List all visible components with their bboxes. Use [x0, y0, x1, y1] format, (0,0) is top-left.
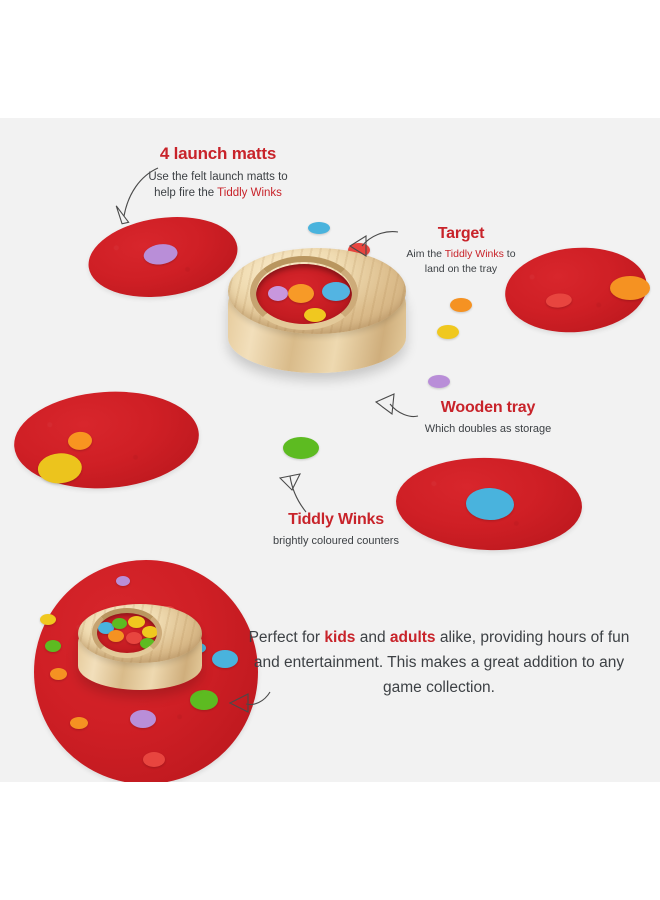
tray-felt-interior [256, 264, 352, 326]
arrow-tiddly-winks [272, 458, 318, 516]
annotation-body-highlight: Tiddly Winks [444, 248, 504, 260]
wink-purple [116, 576, 130, 586]
wink-purple [428, 375, 450, 388]
wink-blue [465, 487, 515, 521]
annotation-heading: Tiddly Winks [288, 511, 384, 528]
wink-red [143, 752, 165, 767]
annotation-body-line1-suffix: to [503, 248, 516, 260]
wink-purple [268, 286, 288, 301]
wink-orange [450, 298, 472, 312]
wink-red [126, 632, 142, 644]
wink-yellow [128, 616, 145, 628]
wink-blue [308, 222, 330, 234]
wink-blue [212, 650, 238, 668]
wink-green [190, 690, 218, 710]
wooden-tray-bottom [78, 604, 202, 696]
wink-yellow [40, 614, 56, 625]
content-panel: 4 launch matts Use the felt launch matts… [0, 118, 660, 782]
mat-mid-left [10, 385, 203, 495]
annotation-launch-matts: 4 launch matts Use the felt launch matts… [118, 144, 318, 202]
wink-green [45, 640, 61, 652]
wink-green [283, 437, 319, 459]
wink-yellow [36, 451, 83, 485]
wink-green [112, 618, 127, 629]
annotation-wooden-tray: Wooden tray Which doubles as storage [408, 399, 568, 438]
paragraph-bold-adults: adults [389, 629, 436, 646]
wink-yellow [142, 626, 158, 638]
wink-orange [108, 630, 124, 642]
wink-purple [142, 242, 179, 267]
wink-orange [67, 431, 93, 451]
wink-red [545, 292, 573, 309]
annotation-body-highlight: Tiddly Winks [217, 187, 282, 200]
tray-felt-interior [96, 612, 158, 654]
annotation-tiddly-winks: Tiddly Winks brightly coloured counters [248, 511, 424, 550]
mat-top-left [83, 207, 243, 307]
annotation-body: Which doubles as storage [424, 423, 552, 435]
wink-blue [322, 282, 350, 301]
annotation-body-line1: Use the felt launch matts to [148, 171, 288, 183]
wink-orange-edge [610, 276, 650, 300]
wink-orange [50, 668, 67, 680]
wink-yellow [304, 308, 326, 322]
annotation-body-line1-prefix: Aim the [406, 248, 445, 260]
annotation-heading: Target [437, 225, 485, 242]
paragraph-segment-2: and [355, 629, 390, 646]
annotation-heading: 4 launch matts [159, 144, 277, 163]
wink-orange [288, 284, 314, 303]
annotation-heading: Wooden tray [440, 399, 536, 416]
paragraph-segment-3: alike, providing hours of fun and entert… [253, 629, 630, 697]
wink-yellow [437, 325, 459, 339]
annotation-body: Use the felt launch matts to help fire t… [118, 169, 318, 202]
wink-orange [70, 717, 88, 729]
annotation-target: Target Aim the Tiddly Winks to land on t… [378, 225, 544, 277]
summary-paragraph: Perfect for kids and adults alike, provi… [240, 625, 638, 700]
paragraph-segment-1: Perfect for [248, 629, 325, 646]
annotation-body: Aim the Tiddly Winks to land on the tray [378, 247, 544, 277]
wink-green [140, 638, 155, 649]
paragraph-bold-kids: kids [324, 629, 356, 646]
wink-purple [130, 710, 156, 728]
annotation-body-line2: land on the tray [424, 262, 498, 275]
annotation-body: brightly coloured counters [273, 535, 399, 547]
annotation-body-line2-prefix: help fire the [154, 187, 218, 200]
